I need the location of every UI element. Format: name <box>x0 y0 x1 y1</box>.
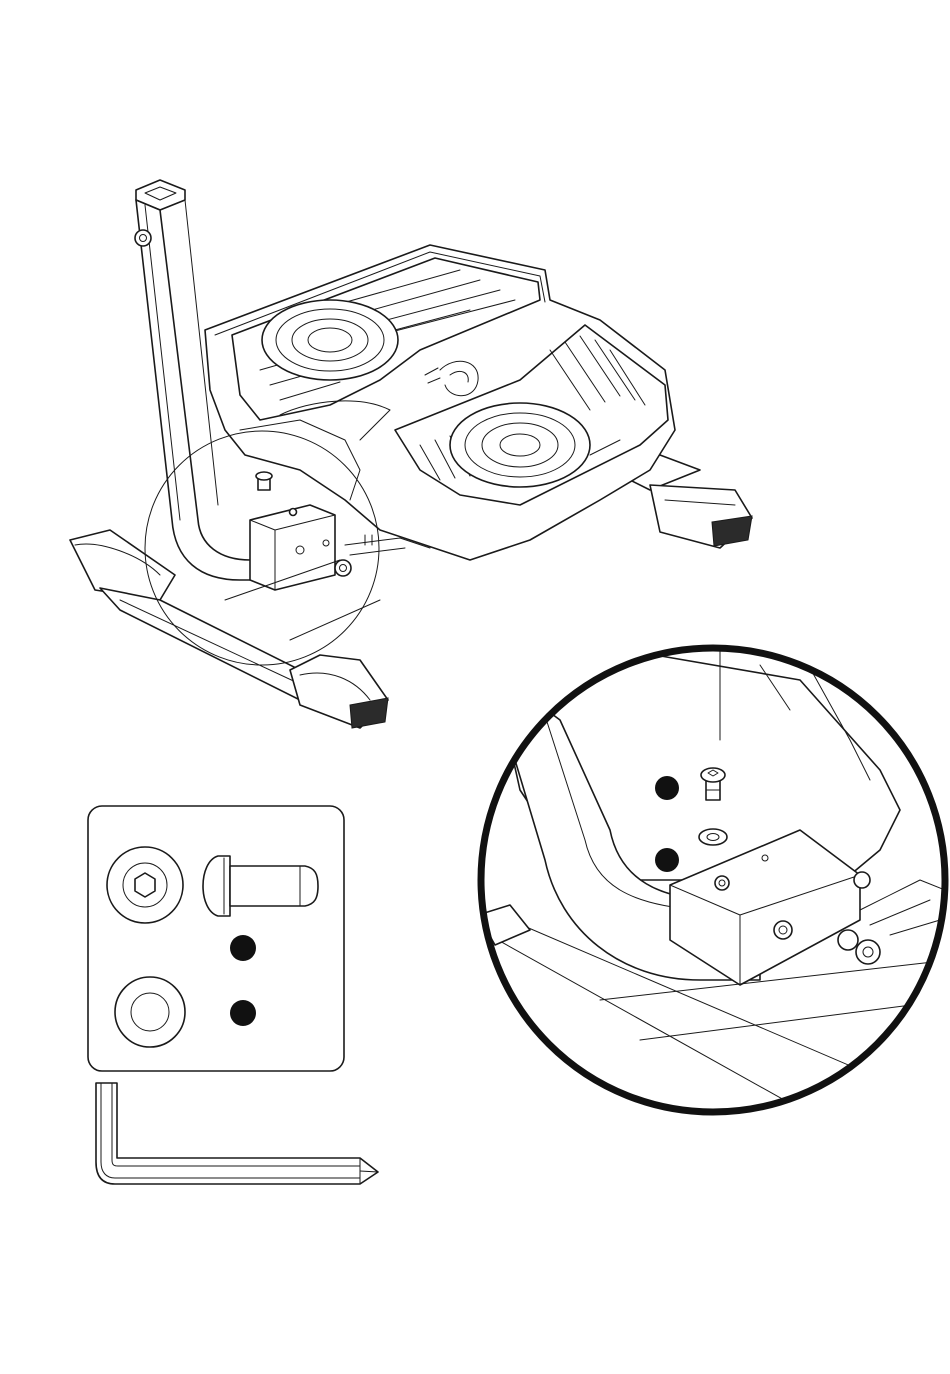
marker-washer-detail <box>655 848 679 872</box>
allen-wrench <box>96 1083 378 1184</box>
washer-detail <box>699 829 727 845</box>
zoom-detail-view <box>470 640 950 1120</box>
stepper-assembly <box>70 180 752 728</box>
hardware-panel <box>88 806 344 1071</box>
bolt-top-view <box>107 847 183 923</box>
washer-top-view <box>115 977 185 1047</box>
left-footpad-disc <box>262 300 398 380</box>
marker-bolt <box>230 935 256 961</box>
marker-bolt-detail <box>655 776 679 800</box>
post-knob <box>135 230 151 246</box>
marker-washer <box>230 1000 256 1026</box>
right-footpad-disc <box>450 403 590 487</box>
stepper-platform <box>205 245 675 560</box>
